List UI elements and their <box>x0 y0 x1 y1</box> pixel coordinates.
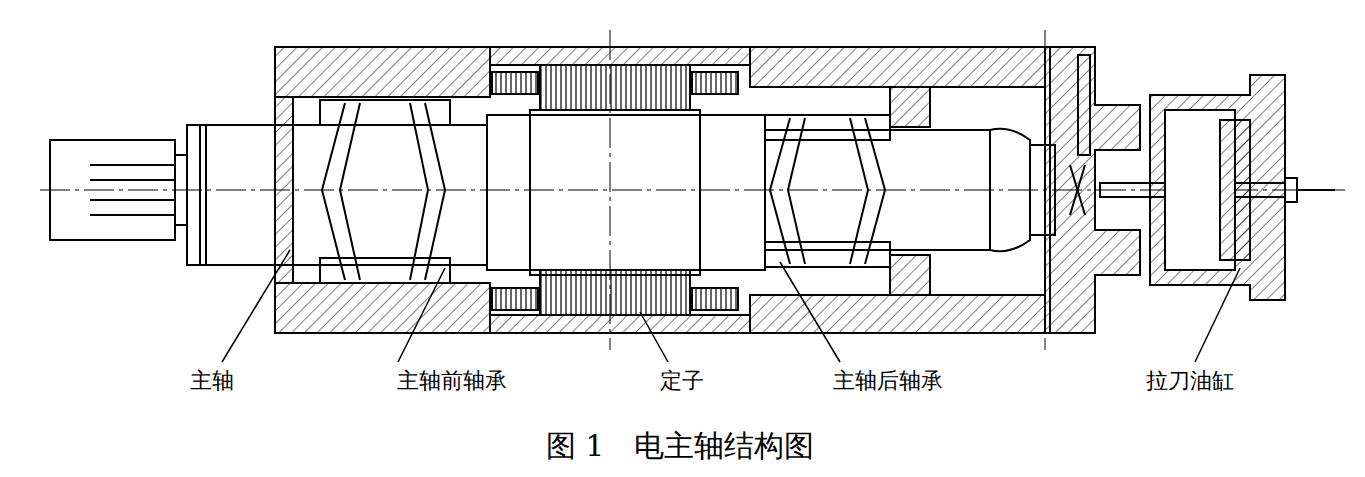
part-label: 拉刀油缸 <box>1146 368 1234 394</box>
figure-caption: 图 1 电主轴结构图 <box>546 428 815 464</box>
part-label: 主轴后轴承 <box>833 368 943 394</box>
part-label: 主轴 <box>190 368 234 394</box>
part-label: 主轴前轴承 <box>397 368 507 394</box>
part-label: 定子 <box>660 368 704 394</box>
